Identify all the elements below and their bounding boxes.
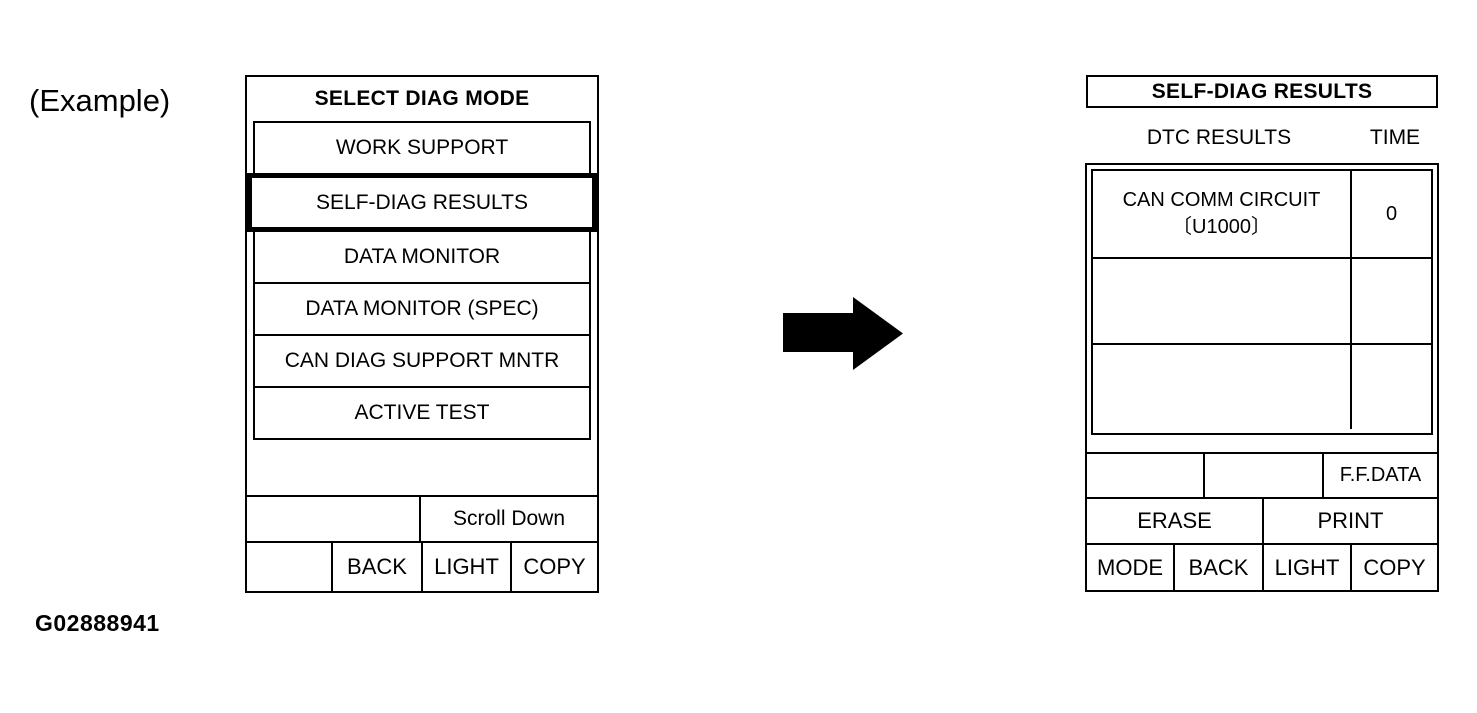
mode-button[interactable]: MODE <box>1097 554 1163 580</box>
dtc-result-row <box>1093 343 1431 429</box>
left-function-key-row: BACK LIGHT COPY <box>247 541 597 591</box>
scroll-row: Scroll Down <box>247 495 597 541</box>
blank-key <box>247 543 331 591</box>
ff-data-button[interactable]: F.F.DATA <box>1322 454 1437 497</box>
erase-print-row: ERASE PRINT <box>1087 497 1437 543</box>
menu-item-work-support[interactable]: WORK SUPPORT <box>253 121 591 175</box>
copy-button[interactable]: COPY <box>510 543 597 591</box>
scroll-down-button[interactable]: Scroll Down <box>452 507 566 530</box>
menu-item-data-monitor[interactable]: DATA MONITOR <box>253 230 591 284</box>
dtc-name: CAN COMM CIRCUIT <box>1122 189 1321 211</box>
dtc-results-table: CAN COMM CIRCUIT 〔U1000〕 0 <box>1091 169 1433 435</box>
figure-id: G02888941 <box>35 610 160 636</box>
dtc-name-cell <box>1093 345 1352 429</box>
dtc-code: 〔U1000〕 <box>1172 216 1271 238</box>
menu-item-active-test[interactable]: ACTIVE TEST <box>253 386 591 440</box>
menu-item-data-monitor-spec[interactable]: DATA MONITOR (SPEC) <box>253 282 591 336</box>
example-label: (Example) <box>29 83 171 118</box>
dtc-result-row <box>1093 257 1431 343</box>
dtc-time-cell <box>1352 259 1431 343</box>
self-diag-results-screen: CAN COMM CIRCUIT 〔U1000〕 0 <box>1085 163 1439 592</box>
select-diag-mode-screen: SELECT DIAG MODE WORK SUPPORT SELF-DIAG … <box>245 75 599 593</box>
dtc-results-header: DTC RESULTS <box>1146 126 1292 149</box>
back-button[interactable]: BACK <box>331 543 421 591</box>
menu-item-self-diag-results[interactable]: SELF-DIAG RESULTS <box>247 173 597 232</box>
light-button[interactable]: LIGHT <box>421 543 510 591</box>
light-button[interactable]: LIGHT <box>1262 545 1350 590</box>
scroll-row-empty-cell <box>247 497 421 541</box>
dtc-name-cell: CAN COMM CIRCUIT 〔U1000〕 <box>1093 171 1352 257</box>
select-diag-mode-title: SELECT DIAG MODE <box>314 87 530 110</box>
erase-button[interactable]: ERASE <box>1137 508 1212 533</box>
flow-arrow-icon <box>783 297 903 370</box>
back-button[interactable]: BACK <box>1173 545 1262 590</box>
diag-mode-menu: WORK SUPPORT SELF-DIAG RESULTS DATA MONI… <box>247 121 597 440</box>
dtc-name-cell <box>1093 259 1352 343</box>
time-header: TIME <box>1369 126 1421 149</box>
print-button[interactable]: PRINT <box>1262 499 1437 543</box>
blank-key <box>1087 454 1203 497</box>
dtc-result-row[interactable]: CAN COMM CIRCUIT 〔U1000〕 0 <box>1093 171 1431 257</box>
self-diag-results-title: SELF-DIAG RESULTS <box>1086 75 1438 108</box>
dtc-time-cell: 0 <box>1385 202 1398 225</box>
right-function-key-row: MODE BACK LIGHT COPY <box>1087 543 1437 590</box>
blank-key <box>1203 454 1322 497</box>
menu-item-can-diag-support-mntr[interactable]: CAN DIAG SUPPORT MNTR <box>253 334 591 388</box>
dtc-time-cell <box>1352 345 1431 429</box>
function-data-row: F.F.DATA <box>1087 452 1437 497</box>
copy-button[interactable]: COPY <box>1350 545 1437 590</box>
